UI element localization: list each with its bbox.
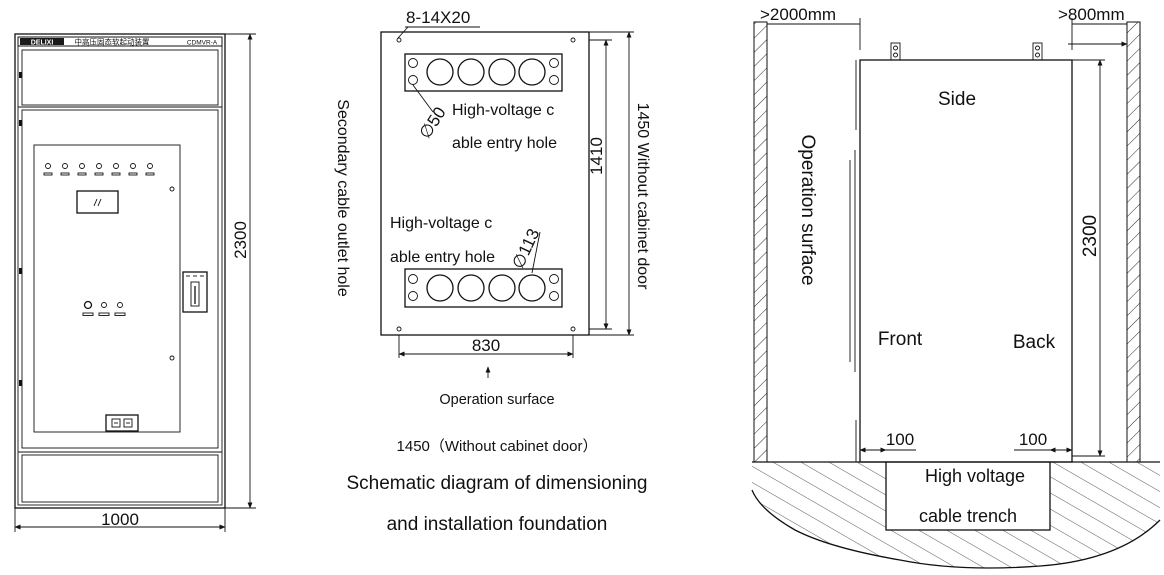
base-plate [380,31,590,336]
mounting-holes [396,37,576,332]
back-clearance: >800mm [1058,5,1125,24]
caption-line-2: and installation foundation [387,514,608,535]
right-offset-dim: 100 [1019,430,1047,449]
front-label: Front [878,329,923,350]
upper-entry-holes [404,53,563,92]
outer-depth-dim: 1450 Without cabinet door [634,103,651,290]
side-installation-view: High voltage cable trench >2000mm >800mm… [751,5,1161,569]
small-hole-diameter: ∅50 [415,104,449,143]
brand-logo [20,38,64,45]
bottom-compartment [21,454,219,503]
left-offset-dim: 100 [886,430,914,449]
control-buttons [82,300,126,316]
hole-spec: 8-14X20 [406,8,470,27]
side-operation-surface: Operation surface [797,134,818,285]
indicator-lamps [43,163,155,176]
plan-footnote: 1450（Without cabinet door） [397,438,598,455]
large-hole-diameter: ∅113 [508,226,543,272]
caption-line-1: Schematic diagram of dimensioning [347,473,648,494]
inner-depth-dim: 1410 [587,137,606,175]
lower-entry-label-2: able entry hole [390,249,495,266]
secondary-cable-label: Secondary cable outlet hole [334,99,351,297]
product-name: 中高压固态软起动装置 [75,37,150,47]
lower-entry-holes [404,268,563,308]
plan-width-dim: 830 [472,336,500,355]
nameplate [17,36,223,47]
plan-view: 8-14X20 ∅50 High-voltage c able entry ho… [334,8,651,535]
side-label: Side [938,89,976,110]
lcd-display-icon [76,190,119,214]
door-hinges [19,72,22,386]
operating-handle-icon [182,271,208,313]
cabinet-outline [14,33,226,509]
side-height-dim: 2300 [1080,215,1101,257]
front-width-dim: 1000 [101,510,139,529]
lock-icon [105,414,139,432]
lifting-lugs [890,42,1043,61]
trench-label-2: cable trench [919,506,1017,526]
ground-hatch [752,462,1160,568]
top-compartment [21,49,219,106]
upper-entry-label-1: High-voltage c [452,102,554,119]
front-wall [753,21,768,463]
control-panel [33,144,181,433]
cabinet-side-outline [859,59,1073,463]
plan-operation-surface: Operation surface [439,392,554,408]
brand-text: DELIXI [31,40,54,47]
back-wall [1126,21,1141,463]
main-door [21,109,219,449]
upper-entry-label-2: able entry hole [452,135,557,152]
lower-entry-label-1: High-voltage c [390,215,492,232]
cabinet-front-view: DELIXI 中高压固态软起动装置 CDMVR-A [14,33,256,532]
back-label: Back [1013,332,1056,353]
ground-boundary [751,489,1161,569]
model-name: CDMVR-A [187,40,218,47]
front-height-dim: 2300 [231,221,250,259]
front-clearance: >2000mm [760,5,836,24]
trench-label-1: High voltage [925,466,1025,486]
